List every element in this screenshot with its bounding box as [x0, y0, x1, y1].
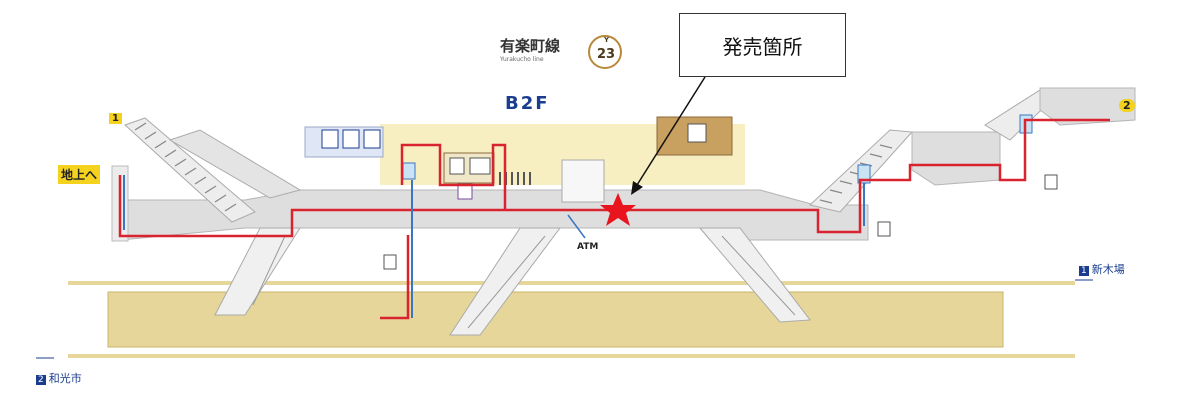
- floor-label: B2F: [505, 93, 550, 114]
- direction-left-name: 和光市: [48, 372, 82, 385]
- direction-right-number: 1: [1079, 266, 1089, 276]
- exit2-badge: 2: [1119, 99, 1135, 112]
- line-name: 有楽町線: [500, 37, 561, 55]
- stairs-icon-2: [877, 221, 891, 237]
- line-letter: Y: [604, 36, 610, 44]
- escalators: [214, 227, 811, 336]
- station-number: 23: [597, 47, 616, 62]
- direction-left-number: 2: [36, 375, 46, 385]
- direction-right-name: 新木場: [1091, 263, 1125, 276]
- route-line-inner: [400, 143, 507, 210]
- elevator-icon: [402, 162, 416, 180]
- callout-arrowhead: [631, 181, 643, 195]
- atm-pointer: [567, 214, 586, 239]
- route-line-platform: [380, 235, 410, 320]
- callout-box: 発売箇所: [679, 13, 846, 77]
- stairs-exit1: [124, 117, 256, 223]
- info-icon: [687, 123, 707, 143]
- route-line: [118, 118, 1110, 238]
- exit1-badge: 1: [109, 113, 122, 124]
- toilet-icon: [304, 126, 384, 158]
- star-marker-icon: [600, 193, 636, 226]
- atm-label: ATM: [577, 242, 599, 252]
- callout-text: 発売箇所: [722, 34, 803, 59]
- ticket-machine-icon: [443, 152, 495, 200]
- stairs-icon: [1044, 174, 1058, 190]
- gate-booth: [561, 159, 605, 203]
- line-badge-icon: [588, 35, 622, 69]
- line-roman-name: Yurakucho line: [500, 56, 544, 63]
- stairs-icon-3: [383, 254, 397, 270]
- callout-arrow: [636, 76, 706, 186]
- stairs-left-upper: [168, 129, 302, 199]
- exit-ground-label: 地上へ: [58, 165, 101, 184]
